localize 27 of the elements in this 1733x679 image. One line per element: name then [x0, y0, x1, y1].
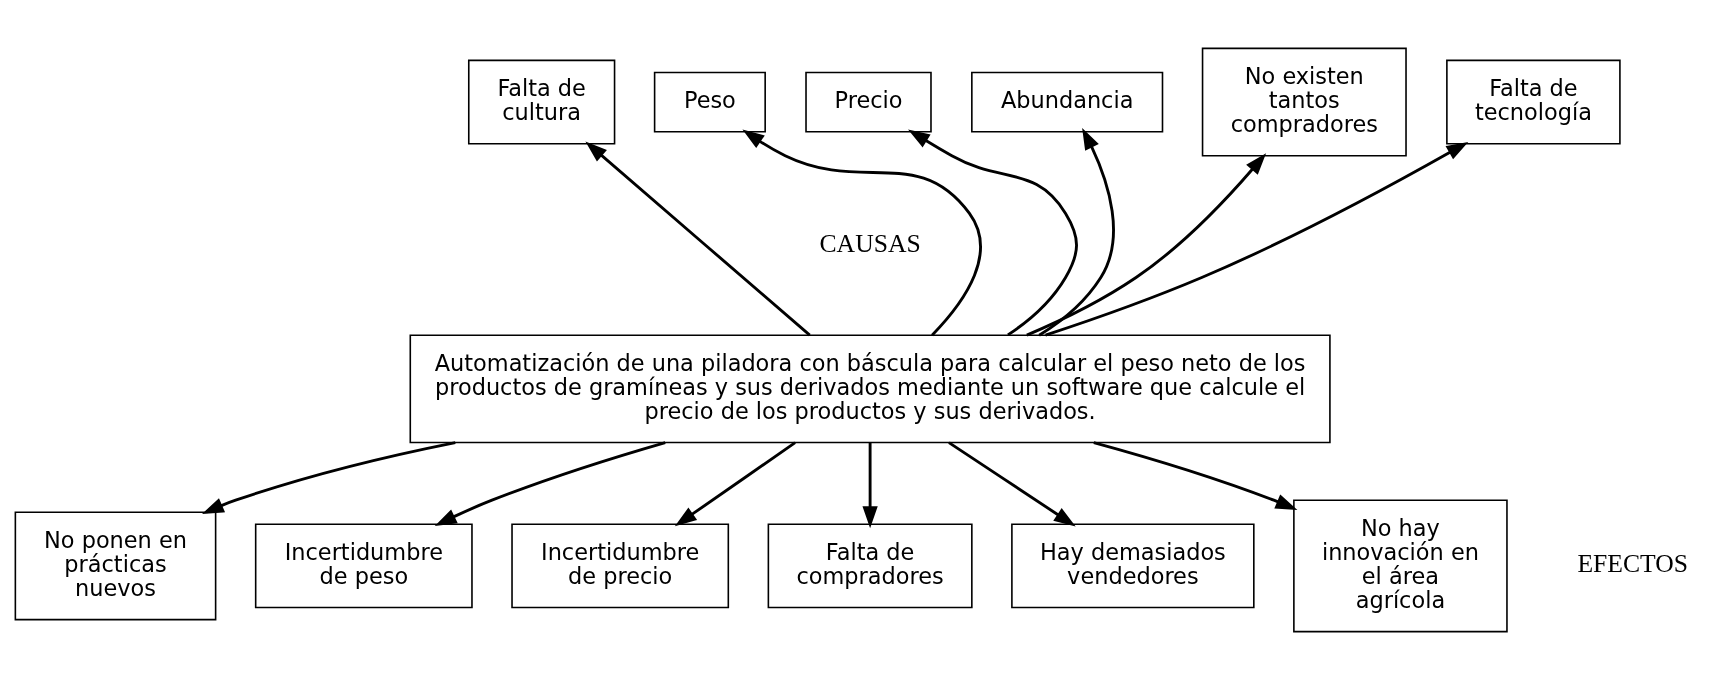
node-box: Falta de cultura: [467, 59, 616, 145]
arrow: [434, 440, 666, 526]
arrow: [1045, 141, 1469, 336]
arrow: [908, 128, 1078, 336]
node-box: Peso: [653, 71, 766, 132]
node-box: Automatización de una piladora con báscula para calcular el peso neto de los productos de gramíneas y sus derivados mediante un software que calcule el precio de los productos y sus derivados.: [409, 333, 1331, 443]
arrow: [1093, 440, 1298, 510]
node-box: No existen tantos compradores: [1201, 47, 1407, 157]
node-box: Falta de tecnología: [1446, 59, 1621, 145]
node-box: Hay demasiados vendedores: [1011, 522, 1255, 608]
arrow: [1038, 127, 1115, 336]
arrow: [742, 129, 982, 336]
arrow: [201, 440, 456, 514]
arrow: [948, 440, 1076, 526]
label: EFECTOS: [1577, 548, 1689, 578]
node-box: No hay innovación en el área agrícola: [1293, 498, 1508, 632]
arrow: [674, 440, 796, 526]
label: CAUSAS: [819, 228, 921, 258]
node-box: Precio: [805, 71, 932, 132]
arrow: [585, 140, 811, 336]
node-box: Incertidumbre de peso: [254, 522, 473, 608]
arrow: [862, 442, 878, 528]
node-box: Incertidumbre de precio: [511, 522, 730, 608]
arrow: [1026, 152, 1267, 336]
node-box: No ponen en prácticas nuevos: [14, 510, 217, 620]
node-box: Falta de compradores: [767, 522, 973, 608]
node-box: Abundancia: [971, 71, 1164, 132]
